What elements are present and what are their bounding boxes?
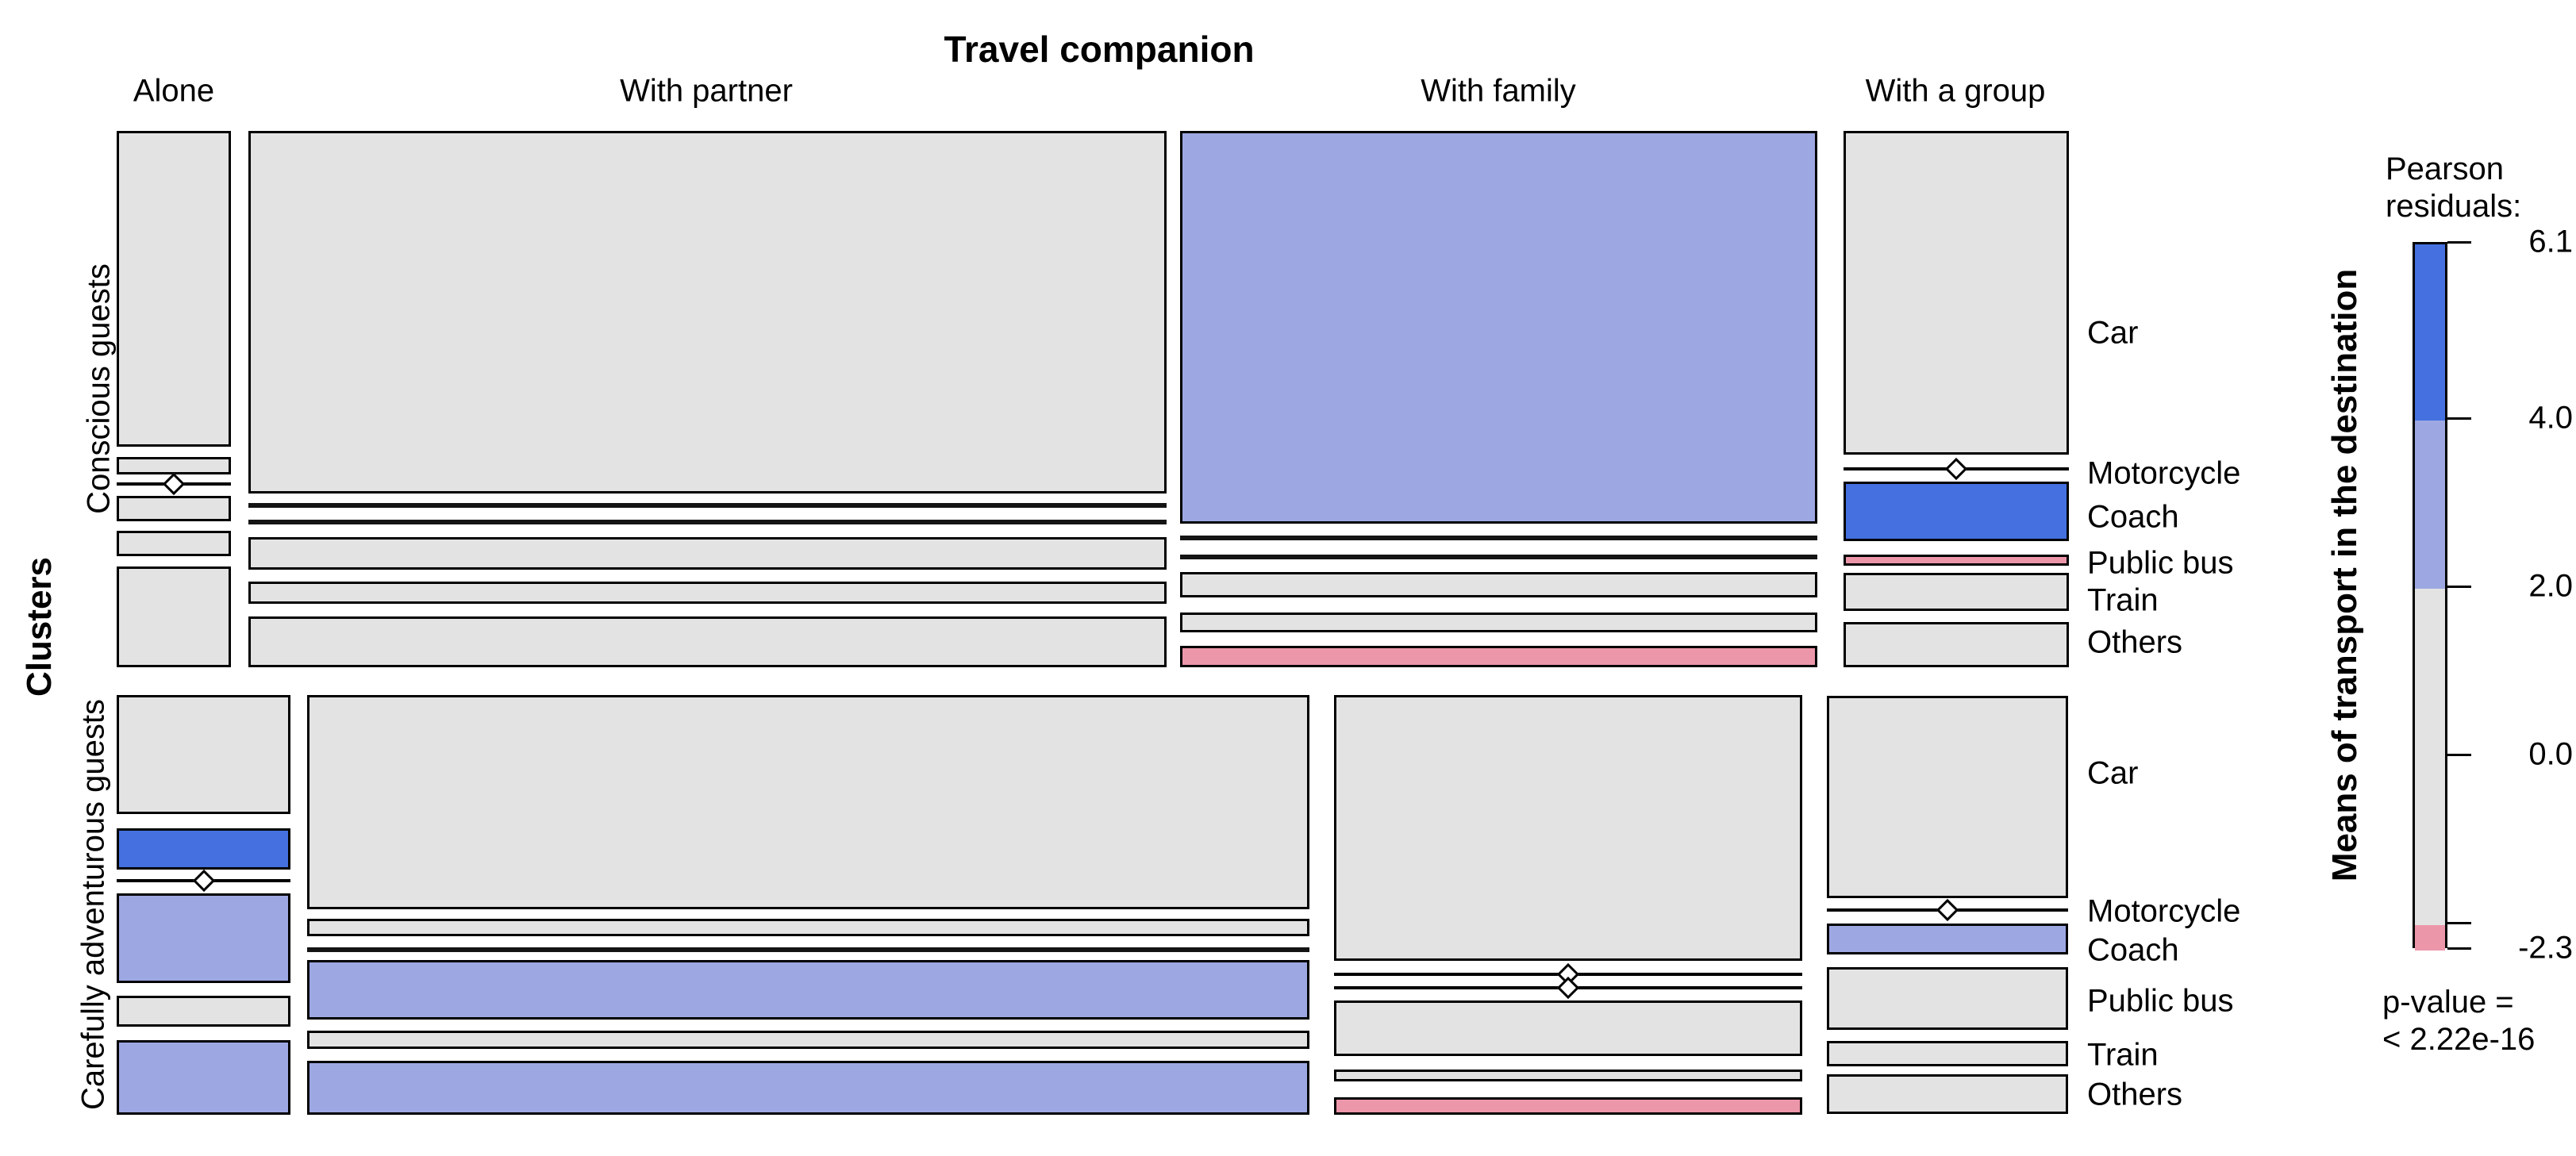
cell-alone-others: [117, 566, 231, 667]
cell-with-family-others: [1334, 1097, 1802, 1115]
transport-axis-title: Means of transport in the destination: [2325, 268, 2364, 882]
legend-tick-5: [2447, 947, 2471, 950]
legend-title: Pearson residuals:: [2386, 151, 2521, 225]
column-header-0: Alone: [133, 73, 215, 109]
cell-with-partner-train: [307, 1031, 1309, 1049]
column-header-2: With family: [1421, 73, 1576, 109]
legend-segment-pink: [2415, 925, 2445, 951]
p-value-line1: p-value =: [2382, 985, 2514, 1020]
cell-with-partner-public-bus: [307, 960, 1309, 1020]
legend-tick-label--2.3: -2.3: [2518, 930, 2573, 966]
row-label-bottom-motorcycle: Motorcycle: [2087, 893, 2241, 929]
legend-tick-label-4.0: 4.0: [2528, 400, 2573, 436]
row-label-bottom-coach: Coach: [2087, 932, 2179, 968]
chart-title: Travel companion: [944, 29, 1255, 70]
row-label-bottom-public-bus: Public bus: [2087, 983, 2234, 1019]
legend-title-line2: residuals:: [2386, 189, 2522, 224]
zero-cell-diamond: [192, 869, 215, 893]
cell-with-partner-car: [307, 695, 1309, 909]
column-header-1: With partner: [620, 73, 793, 109]
zero-cell-diamond: [1556, 976, 1580, 1000]
row-label-bottom-others: Others: [2087, 1077, 2183, 1112]
cell-with-family-car: [1180, 131, 1817, 524]
cell-alone-others: [117, 1040, 290, 1115]
cell-with-family-train: [1334, 1070, 1802, 1081]
p-value-line2: < 2.22e-16: [2382, 1022, 2536, 1057]
cell-alone-train: [117, 531, 231, 556]
legend-tick-label-6.1: 6.1: [2528, 224, 2573, 259]
cell-with-partner-coach: [307, 947, 1309, 952]
cell-with-partner-public-bus: [248, 537, 1167, 570]
cell-with-family-others: [1180, 646, 1817, 667]
column-header-3: With a group: [1865, 73, 2046, 109]
cell-with-a-group-others: [1844, 622, 2069, 667]
cell-with-a-group-others: [1827, 1074, 2068, 1114]
legend-tick-0: [2447, 241, 2471, 244]
cluster-label-0: Conscious guests: [81, 263, 117, 514]
cell-with-partner-others: [307, 1061, 1309, 1115]
cell-with-a-group-coach: [1844, 482, 2069, 541]
cell-alone-public-bus: [117, 893, 290, 983]
cell-alone-motorcycle: [117, 828, 290, 870]
row-label-top-others: Others: [2087, 624, 2183, 660]
cell-with-a-group-public-bus: [1844, 555, 2069, 566]
cell-with-family-public-bus: [1180, 572, 1817, 597]
cell-with-a-group-car: [1844, 131, 2069, 455]
row-label-bottom-car: Car: [2087, 755, 2139, 791]
clusters-axis-title: Clusters: [20, 556, 59, 697]
cell-alone-car: [117, 131, 231, 447]
legend-tick-label-2.0: 2.0: [2528, 568, 2573, 604]
cell-with-family-coach: [1180, 555, 1817, 559]
legend-segment-periwinkle: [2415, 421, 2445, 589]
cell-with-partner-train: [248, 582, 1167, 604]
legend-tick-2: [2447, 586, 2471, 588]
zero-cell-diamond: [1944, 457, 1968, 481]
cell-with-partner-coach: [248, 520, 1167, 524]
cell-alone-train: [117, 996, 290, 1027]
cell-alone-car: [117, 695, 290, 814]
legend-tick-4: [2447, 922, 2471, 924]
legend-segment-grey: [2415, 589, 2445, 925]
cell-with-family-public-bus: [1334, 1000, 1802, 1056]
cluster-label-1: Carefully adventurous guests: [75, 698, 111, 1111]
cell-with-family-car: [1334, 695, 1802, 961]
row-label-bottom-train: Train: [2087, 1037, 2159, 1073]
cell-with-partner-motorcycle: [248, 503, 1167, 508]
cell-with-a-group-car: [1827, 696, 2068, 898]
zero-cell-diamond: [162, 472, 186, 496]
cell-alone-motorcycle: [117, 457, 231, 474]
p-value-label: p-value = < 2.22e-16: [2382, 984, 2535, 1058]
legend-tick-1: [2447, 417, 2471, 420]
row-label-top-motorcycle: Motorcycle: [2087, 455, 2241, 491]
cell-with-a-group-train: [1827, 1041, 2068, 1066]
cell-with-a-group-public-bus: [1827, 967, 2068, 1030]
cell-with-a-group-coach: [1827, 924, 2068, 954]
legend-title-line1: Pearson: [2386, 152, 2504, 186]
zero-cell-diamond: [1936, 898, 1959, 922]
legend-segment-blue: [2415, 244, 2445, 421]
cell-with-partner-others: [248, 616, 1167, 667]
cell-with-a-group-train: [1844, 573, 2069, 611]
row-label-top-car: Car: [2087, 315, 2139, 351]
row-label-top-public-bus: Public bus: [2087, 545, 2234, 581]
row-label-top-coach: Coach: [2087, 499, 2179, 535]
legend-tick-label-0.0: 0.0: [2528, 736, 2573, 772]
cell-with-family-motorcycle: [1180, 536, 1817, 540]
cell-alone-public-bus: [117, 496, 231, 521]
cell-with-partner-motorcycle: [307, 919, 1309, 936]
cell-with-family-train: [1180, 613, 1817, 632]
legend-bar: [2413, 242, 2447, 951]
cell-with-partner-car: [248, 131, 1167, 494]
legend-tick-3: [2447, 754, 2471, 756]
row-label-top-train: Train: [2087, 582, 2159, 618]
